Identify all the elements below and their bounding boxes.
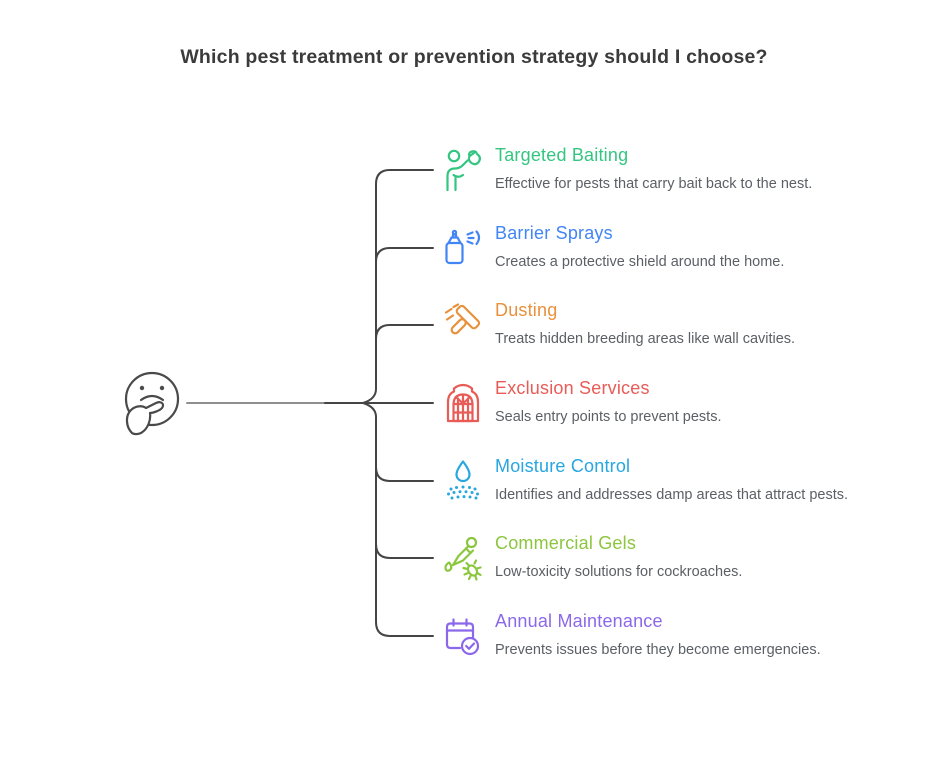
branch-description: Creates a protective shield around the h… [495, 254, 785, 270]
branch-line-6 [375, 543, 434, 559]
branch-title: Annual Maintenance [495, 611, 663, 631]
gel-dropper-bug-icon [441, 534, 485, 582]
branch-description: Low-toxicity solutions for cockroaches. [495, 564, 743, 580]
spray-bottle-icon [441, 224, 485, 272]
branch-title: Moisture Control [495, 456, 631, 476]
branch-barrier-sprays: Barrier Sprays Creates a protective shie… [441, 222, 784, 272]
person-carrying-bag-icon [441, 146, 485, 194]
water-drop-spray-icon [441, 457, 485, 505]
branch-annual-maintenance: Annual Maintenance Prevents issues befor… [441, 610, 821, 660]
branch-title: Commercial Gels [495, 533, 637, 553]
branch-targeted-baiting: Targeted Baiting Effective for pests tha… [441, 144, 812, 194]
branch-description: Seals entry points to prevent pests. [495, 409, 722, 425]
branch-title: Barrier Sprays [495, 223, 613, 243]
branch-description: Effective for pests that carry bait back… [495, 176, 813, 192]
tree-spine [362, 169, 434, 637]
branch-exclusion-services: Exclusion Services Seals entry points to… [441, 377, 722, 427]
branch-description: Identifies and addresses damp areas that… [495, 487, 849, 503]
branch-line-5 [375, 466, 434, 482]
branch-line-2 [375, 247, 434, 263]
branch-dusting: Dusting Treats hidden breeding areas lik… [441, 299, 795, 349]
branch-commercial-gels: Commercial Gels Low-toxicity solutions f… [441, 532, 742, 582]
arched-window-icon [441, 379, 485, 427]
branch-description: Treats hidden breeding areas like wall c… [495, 331, 796, 347]
calendar-check-icon [441, 612, 485, 660]
branch-description: Prevents issues before they become emerg… [495, 642, 821, 658]
branch-title: Targeted Baiting [495, 145, 629, 165]
branch-title: Dusting [495, 300, 558, 320]
branch-line-3 [375, 324, 434, 340]
branch-moisture-control: Moisture Control Identifies and addresse… [441, 455, 848, 505]
branch-title: Exclusion Services [495, 378, 650, 398]
duster-icon [441, 301, 485, 349]
thinking-face-icon [124, 371, 180, 436]
page-title: Which pest treatment or prevention strat… [180, 46, 768, 68]
